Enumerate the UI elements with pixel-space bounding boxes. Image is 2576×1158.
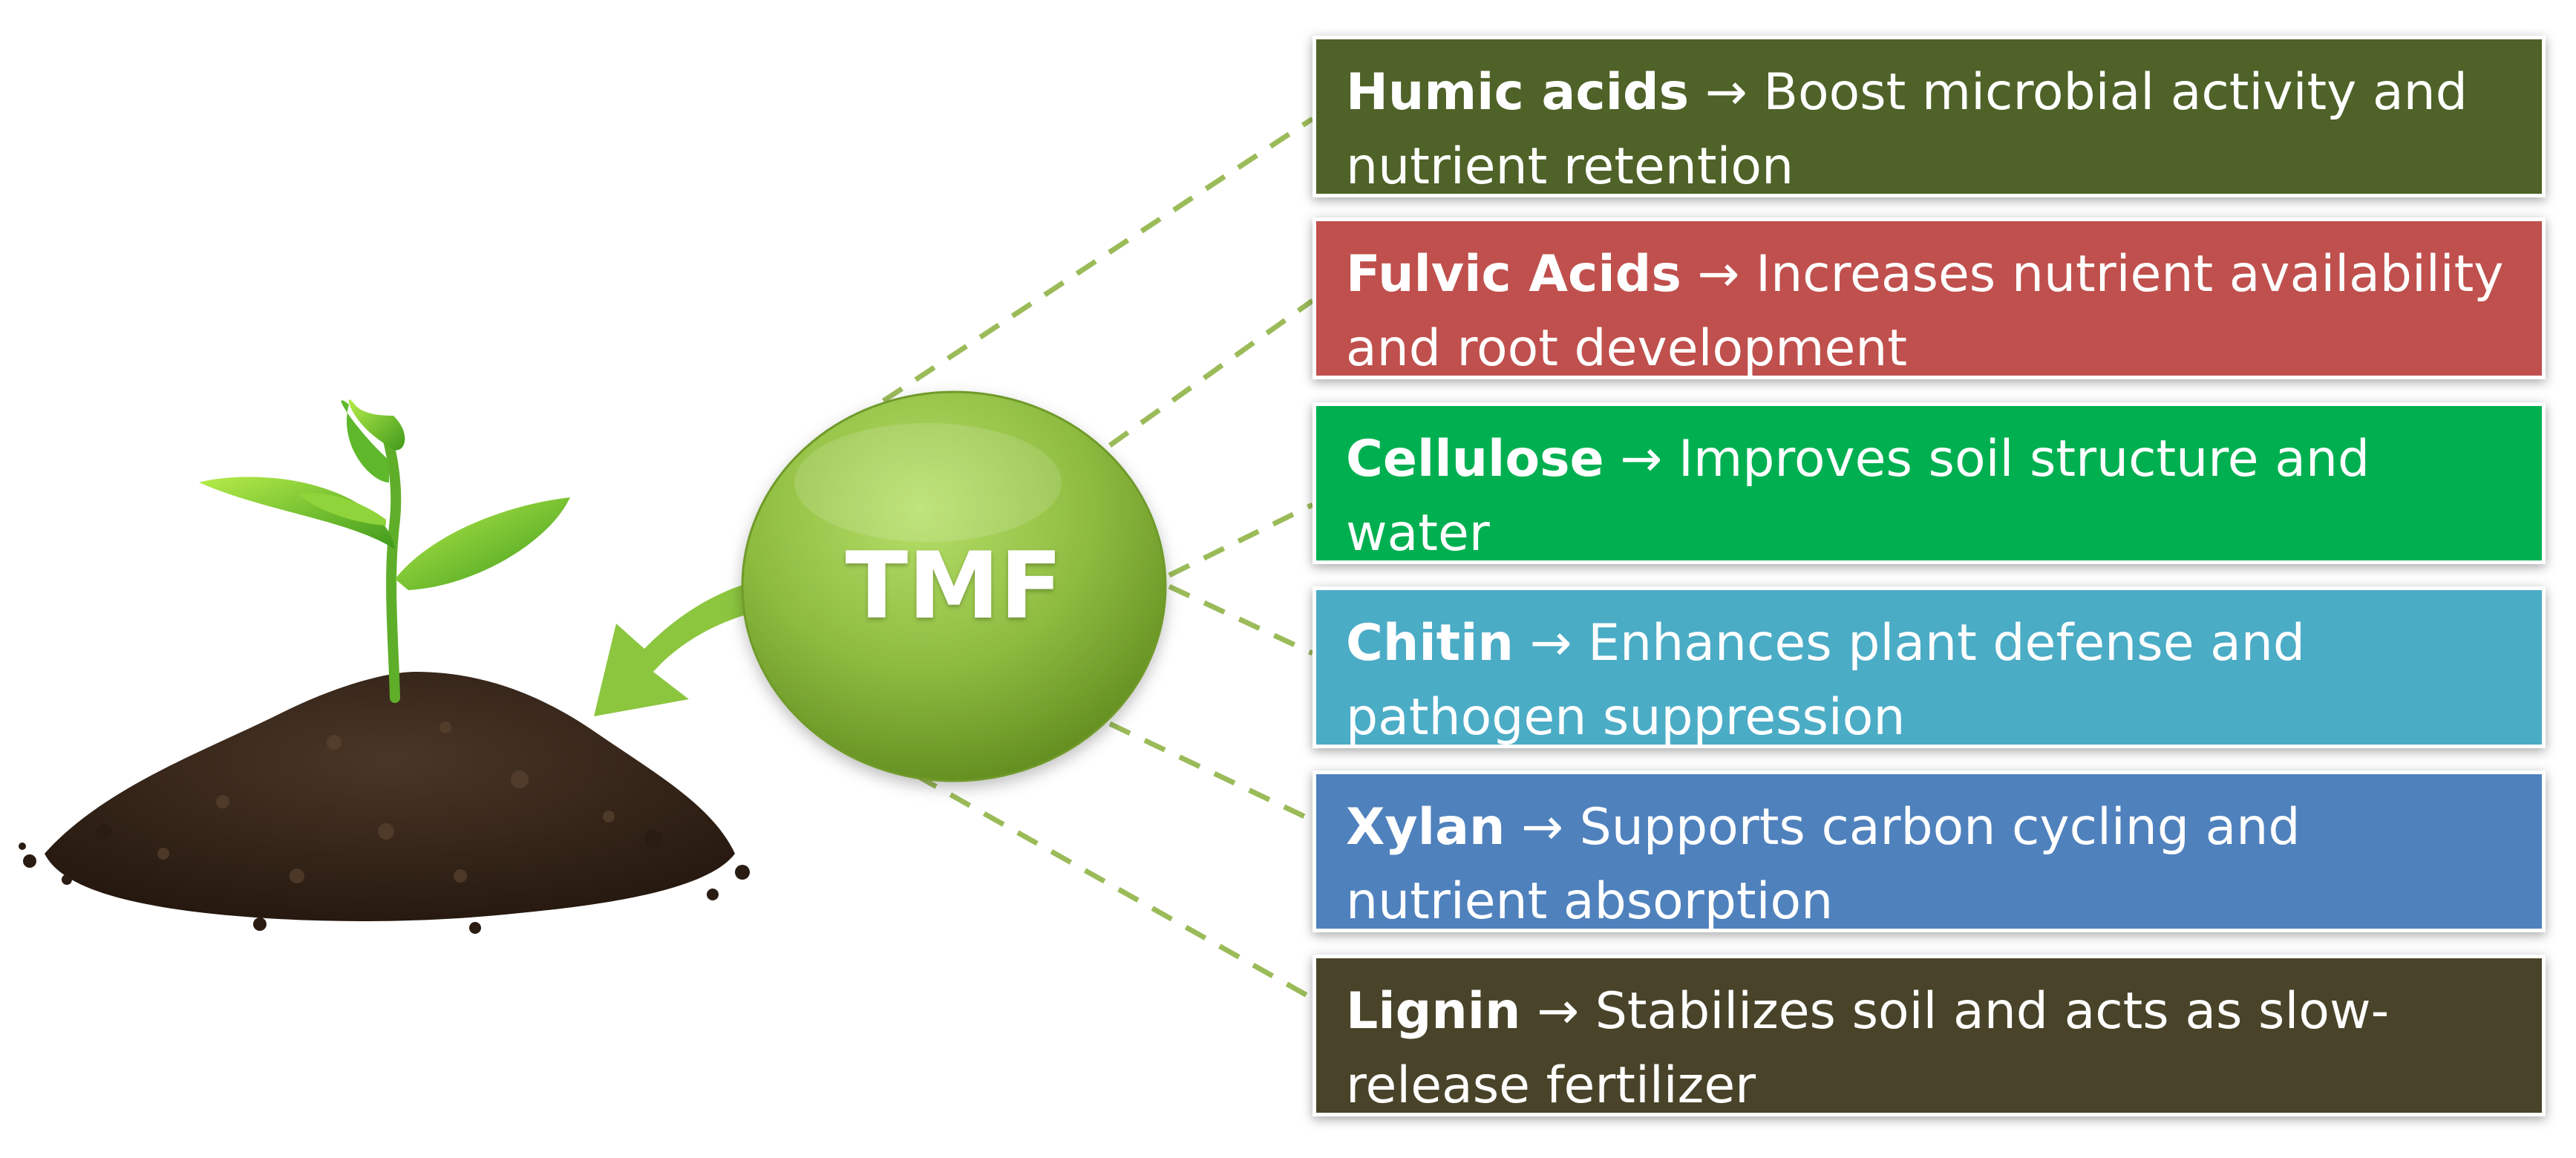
connector-chitin xyxy=(1168,583,1314,656)
box-chitin: Chitin → Enhances plant defense and path… xyxy=(1312,586,2546,748)
leaf-top-tall xyxy=(341,400,389,482)
plant-in-soil-illustration xyxy=(19,399,750,934)
box-text: Increases nutrient availability and root… xyxy=(1346,245,2504,378)
leaf-right xyxy=(395,497,570,590)
box-text: Boost microbial activity and nutrient re… xyxy=(1346,63,2468,196)
tmf-ball-highlight xyxy=(794,423,1062,542)
leaf-small-left xyxy=(297,492,386,526)
box-term: Chitin xyxy=(1346,614,1514,673)
box-xylan: Xylan → Supports carbon cycling and nutr… xyxy=(1312,771,2546,932)
box-text: Enhances plant defense and pathogen supp… xyxy=(1346,614,2306,747)
box-term: Lignin xyxy=(1346,982,1521,1041)
connector-lines xyxy=(882,117,1315,1001)
box-lignin: Lignin → Stabilizes soil and acts as slo… xyxy=(1312,955,2546,1116)
tmf-ball xyxy=(741,390,1167,782)
box-text: Improves soil structure and water xyxy=(1346,430,2370,563)
soil-mound xyxy=(45,672,735,922)
box-humic-acids: Humic acids → Boost microbial activity a… xyxy=(1312,36,2546,197)
connector-lignin xyxy=(915,773,1314,1001)
box-term: Xylan xyxy=(1346,798,1506,857)
box-cellulose: Cellulose → Improves soil structure and … xyxy=(1312,402,2546,564)
tmf-label: TMF xyxy=(845,533,1063,640)
box-text: Supports carbon cycling and nutrient abs… xyxy=(1346,798,2301,931)
connector-cellulose xyxy=(1168,502,1314,578)
soil-texture xyxy=(157,722,615,883)
box-arrow: → xyxy=(1704,63,1748,122)
leaf-top xyxy=(348,399,405,451)
box-arrow: → xyxy=(1697,245,1740,304)
box-arrow: → xyxy=(1537,982,1580,1041)
seedling-stem xyxy=(382,433,402,703)
connector-fulvic xyxy=(1108,298,1315,448)
box-arrow: → xyxy=(1529,614,1572,673)
arrow-to-plant xyxy=(594,579,772,716)
box-term: Fulvic Acids xyxy=(1346,245,1681,304)
box-arrow: → xyxy=(1620,430,1663,488)
box-arrow: → xyxy=(1520,798,1563,857)
box-fulvic-acids: Fulvic Acids → Increases nutrient availa… xyxy=(1312,217,2546,379)
box-text: Stabilizes soil and acts as slow-release… xyxy=(1346,982,2390,1115)
box-term: Cellulose xyxy=(1346,430,1604,488)
box-term: Humic acids xyxy=(1346,63,1690,122)
connector-humic xyxy=(882,117,1314,403)
soil-crumbs xyxy=(19,823,750,934)
leaf-left xyxy=(199,477,395,549)
